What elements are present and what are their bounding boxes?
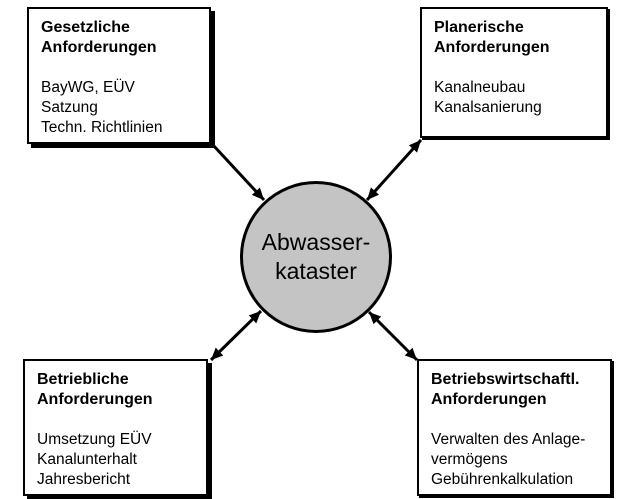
center-label-line: Abwasser-	[261, 229, 371, 255]
box-body-line: vermögens	[431, 451, 508, 468]
box-body-line: Gebührenkalkulation	[431, 471, 574, 488]
box-title: Betriebliche Anforderungen	[37, 370, 198, 410]
box-body-line: Kanalsanierung	[434, 99, 542, 116]
arrow-bottom-left-double	[209, 309, 263, 362]
box-gesetzliche-anforderungen: Gesetzliche Anforderungen BayWG, EÜV Sat…	[27, 7, 211, 144]
box-betriebswirtschaftliche-anforderungen: Betriebswirtschaftl. Anforderungen Verwa…	[417, 359, 612, 496]
box-body-line: BayWG, EÜV	[41, 79, 135, 96]
arrow-bottom-right-double	[367, 310, 419, 362]
box-body: Kanalneubau Kanalsanierung	[434, 78, 598, 118]
box-body: Umsetzung EÜV Kanalunterhalt Jahresberic…	[37, 430, 198, 490]
arrow-top-right-double	[365, 138, 423, 202]
box-body: BayWG, EÜV Satzung Techn. Richtlinien	[41, 78, 201, 138]
box-betriebliche-anforderungen: Betriebliche Anforderungen Umsetzung EÜV…	[23, 359, 208, 496]
box-body: Verwalten des Anlage- vermögens Gebühren…	[431, 430, 602, 490]
center-node-abwasserkataster: Abwasser- kataster	[240, 181, 392, 333]
box-title: Betriebswirtschaftl. Anforderungen	[431, 370, 602, 410]
box-title-line: Anforderungen	[431, 391, 547, 408]
box-title-line: Betriebswirtschaftl.	[431, 371, 580, 388]
box-body-line: Umsetzung EÜV	[37, 431, 152, 448]
box-body-line: Jahresbericht	[37, 471, 131, 488]
box-body-line: Verwalten des Anlage-	[431, 431, 586, 448]
box-title: Planerische Anforderungen	[434, 18, 598, 58]
box-title-line: Anforderungen	[37, 391, 153, 408]
box-title-line: Anforderungen	[41, 39, 157, 56]
box-title: Gesetzliche Anforderungen	[41, 18, 201, 58]
box-planerische-anforderungen: Planerische Anforderungen Kanalneubau Ka…	[420, 7, 608, 138]
box-title-line: Anforderungen	[434, 39, 550, 56]
box-body-line: Satzung	[41, 99, 98, 116]
box-title-line: Gesetzliche	[41, 19, 130, 36]
box-title-line: Planerische	[434, 19, 524, 36]
arrow-top-left-to-center	[211, 143, 266, 202]
box-title-line: Betriebliche	[37, 371, 129, 388]
box-body-line: Kanalunterhalt	[37, 451, 137, 468]
box-body-line: Kanalneubau	[434, 79, 526, 96]
center-label-line: kataster	[275, 258, 357, 284]
box-body-line: Techn. Richtlinien	[41, 119, 163, 136]
